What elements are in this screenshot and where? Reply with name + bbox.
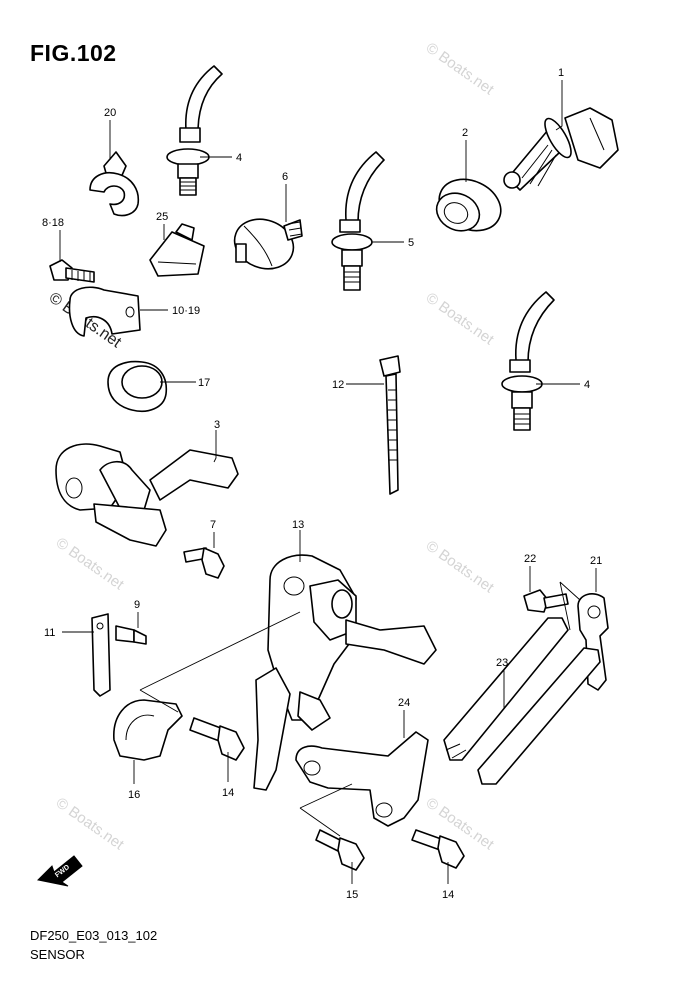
callout-7: 7	[210, 519, 216, 531]
watermark-2: © Boats.net	[423, 289, 498, 348]
part-21-bracket	[577, 593, 609, 691]
callout-4-upper: 4	[236, 152, 242, 164]
callout-8-18: 8·18	[42, 217, 64, 229]
part-10-19-clamp	[68, 286, 141, 337]
callout-14-right: 14	[442, 889, 454, 901]
part-25-clip	[149, 223, 205, 277]
callout-25: 25	[156, 211, 168, 223]
part-6-switch	[233, 218, 303, 270]
watermark-4: © Boats.net	[423, 537, 498, 596]
part-2-grommet	[435, 178, 502, 232]
part-17-grommet	[107, 360, 168, 412]
part-14-bolt-left	[189, 717, 245, 761]
part-14-bolt-right	[411, 829, 465, 869]
leader-lines	[59, 80, 597, 884]
part-8-18-bolt	[49, 259, 95, 283]
callout-13: 13	[292, 519, 304, 531]
part-20-clip	[89, 151, 140, 217]
part-11-strap	[91, 613, 111, 697]
callout-11: 11	[44, 627, 55, 639]
callout-9: 9	[134, 599, 140, 611]
part-4-upper-sensor	[166, 65, 223, 196]
part-24-plate	[295, 731, 429, 827]
watermark-1: © Boats.net	[423, 39, 498, 98]
callout-17: 17	[198, 377, 210, 389]
part-15-bolt	[315, 829, 365, 871]
figure-title: FIG.102	[30, 40, 117, 66]
callout-3: 3	[214, 419, 220, 431]
part-16-bracket	[113, 699, 183, 761]
callout-15: 15	[346, 889, 358, 901]
callout-2: 2	[462, 127, 468, 139]
part-3-lever	[55, 443, 239, 547]
callout-20: 20	[104, 107, 116, 119]
diagram-code: DF250_E03_013_102	[30, 928, 158, 943]
callout-5: 5	[408, 237, 414, 249]
part-4-right-sensor	[501, 291, 555, 431]
part-12-cable-tie	[379, 355, 401, 495]
callout-16: 16	[128, 789, 140, 801]
callout-1: 1	[558, 67, 564, 79]
watermark-3: © Boats.net	[53, 534, 128, 593]
callout-4-right: 4	[584, 379, 590, 391]
diagram-name: SENSOR	[30, 947, 85, 962]
part-7-bolt	[183, 547, 225, 579]
fwd-arrow-icon: FWD	[36, 855, 83, 887]
part-13-bracket	[253, 554, 437, 791]
part-22-bolt	[523, 589, 569, 613]
callout-6: 6	[282, 171, 288, 183]
part-23-rods	[443, 617, 601, 785]
callout-22: 22	[524, 553, 536, 565]
callouts: 1 2 3 4 4 5 6 7 8·18 9 10·19 11 12 13 14…	[42, 67, 602, 901]
part-9-screw	[115, 625, 147, 645]
part-5-sensor	[331, 151, 385, 291]
callout-23: 23	[496, 657, 508, 669]
callout-24: 24	[398, 697, 410, 709]
callout-14-left: 14	[222, 787, 234, 799]
watermark-5: © Boats.net	[53, 794, 128, 853]
callout-21: 21	[590, 555, 602, 567]
callout-10-19: 10·19	[172, 305, 200, 317]
part-1-sensor	[503, 107, 619, 191]
callout-12: 12	[332, 379, 344, 391]
